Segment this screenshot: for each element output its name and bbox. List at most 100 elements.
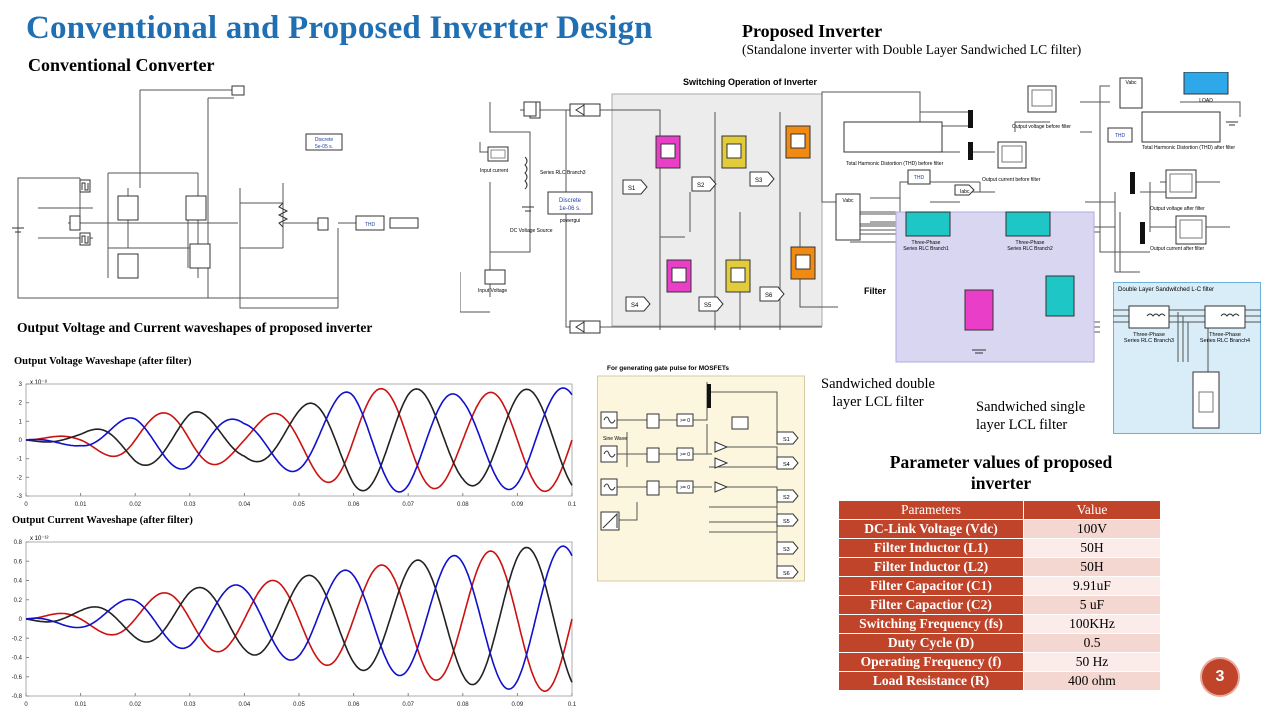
x-tick-label: 0.04 <box>239 502 251 508</box>
param-name: Filter Capacitor (C1) <box>838 576 1024 596</box>
double-layer-inset: Double Layer Sandwitched L-C filter Thre… <box>1113 282 1261 434</box>
dc-source-label: DC Voltage Source <box>510 228 553 234</box>
param-value: 50H <box>1023 538 1161 558</box>
gate-output-s1: S1 <box>783 437 790 443</box>
param-name: Load Resistance (R) <box>838 671 1024 691</box>
y-tick-label: 0 <box>19 617 23 623</box>
conventional-heading: Conventional Converter <box>28 55 215 75</box>
rlc-branch2-label2: Series RLC Branch2 <box>1007 246 1053 252</box>
diode-icon <box>569 320 601 334</box>
current-exponent: x 10⁻¹² <box>30 536 49 542</box>
switching-title: Switching Operation of Inverter <box>683 77 818 87</box>
param-value: 50H <box>1023 557 1161 577</box>
series-line-3 <box>25 387 573 493</box>
thd-block <box>355 215 385 231</box>
single-layer-caption: Sandwiched single layer LCL filter <box>976 399 1086 433</box>
table-row: Switching Frequency (fs)100KHz <box>838 614 1161 634</box>
rlc-branch1-label1: Three-Phase <box>912 240 941 246</box>
param-value: 0.5 <box>1023 633 1161 653</box>
series-rlc3-label: Series RLC Branch3 <box>540 170 586 176</box>
rlc-branch3 <box>1128 305 1170 329</box>
switch-tag-s4: S4 <box>631 303 639 309</box>
mosfet-icon <box>117 195 139 221</box>
input-current-label: Input current <box>480 168 509 174</box>
thd-label: THD <box>365 222 376 228</box>
inductor-icon <box>524 156 528 190</box>
powergui-block <box>547 191 593 215</box>
powergui-label: powergui <box>560 218 580 224</box>
param-name: Filter Capactior (C2) <box>838 595 1024 615</box>
table-row: DC-Link Voltage (Vdc)100V <box>838 519 1161 539</box>
out-i-after-label: Output current after filter <box>1150 246 1205 252</box>
y-tick-label: 3 <box>19 382 23 388</box>
x-tick-label: 0.03 <box>184 702 196 708</box>
shunt-capacitor-c1 <box>964 289 994 331</box>
thd-after-block <box>1107 127 1133 143</box>
out-i-before-label: Output current before filter <box>982 177 1041 183</box>
x-tick-label: 0.01 <box>75 502 87 508</box>
param-value: 50 Hz <box>1023 652 1161 672</box>
x-tick-label: 0.03 <box>184 502 196 508</box>
compare-block <box>676 413 694 427</box>
rlc-branch2-label1: Three-Phase <box>1016 240 1045 246</box>
y-tick-label: -2 <box>17 475 23 481</box>
page-number-badge: 3 <box>1200 657 1240 697</box>
param-value: 100KHz <box>1023 614 1161 634</box>
y-tick-label: -0.4 <box>12 656 23 662</box>
mosfet-icon <box>189 243 211 269</box>
current-chart-title: Output Current Waveshape (after filter) <box>12 515 193 526</box>
y-tick-label: 0.4 <box>14 579 23 585</box>
not-gate-icon <box>714 481 729 493</box>
y-tick-label: 0 <box>19 438 23 444</box>
table-row: Operating Frequency (f)50 Hz <box>838 652 1161 672</box>
compare-label: >= 0 <box>680 485 690 491</box>
switch-tag-s1: S1 <box>628 186 636 192</box>
x-tick-label: 0.06 <box>348 702 360 708</box>
switch-tag-s6: S6 <box>765 293 773 299</box>
mux-bar <box>968 110 973 128</box>
load-block <box>1183 72 1229 95</box>
table-row: Duty Cycle (D)0.5 <box>838 633 1161 653</box>
param-name: Switching Frequency (fs) <box>838 614 1024 634</box>
param-name: Operating Frequency (f) <box>838 652 1024 672</box>
proposed-schematic: Switching Operation of Inverter <box>460 72 1241 363</box>
thd-after-block-label: THD <box>1115 133 1126 139</box>
voltage-chart-title: Output Voltage Waveshape (after filter) <box>14 356 192 367</box>
mosfet-icon <box>117 253 139 279</box>
x-tick-label: 0.04 <box>239 702 251 708</box>
compare-block <box>676 480 694 494</box>
compare-label: >= 0 <box>680 418 690 424</box>
x-tick-label: 0.01 <box>75 702 87 708</box>
shunt-capacitor-c2 <box>1045 275 1075 317</box>
y-tick-label: -3 <box>17 494 23 500</box>
rlc-branch3-label1: Three-Phase <box>1133 332 1165 338</box>
gate-output-s2: S2 <box>783 495 790 501</box>
display-block <box>389 217 419 229</box>
x-tick-label: 0 <box>24 502 28 508</box>
filter-label: Filter <box>864 286 887 296</box>
load-label: LOAD <box>1199 98 1213 104</box>
table-header-value: Value <box>1023 500 1161 520</box>
rlc-branch4 <box>1204 305 1246 329</box>
param-name: Filter Inductor (L1) <box>838 538 1024 558</box>
x-tick-label: 0.02 <box>129 502 141 508</box>
double-layer-box <box>1113 282 1261 434</box>
table-row: Filter Capactior (C2)5 uF <box>838 595 1161 615</box>
powergui-step: 1e-06 s. <box>559 206 581 212</box>
table-header-parameters: Parameters <box>838 500 1024 520</box>
voltage-exponent: x 10⁻⁸ <box>30 379 48 386</box>
y-tick-label: 2 <box>19 401 23 407</box>
diode-icon <box>569 103 601 117</box>
proposed-subheading: (Standalone inverter with Double Layer S… <box>742 42 1082 57</box>
input-voltage-scope <box>484 269 506 285</box>
double-layer-caption: Sandwiched double layer LCL filter <box>821 376 935 410</box>
gate-pulse-diagram: For generating gate pulse for MOSFETs Si… <box>597 365 805 582</box>
out-v-before-label: Output voltage before filter <box>1012 124 1071 130</box>
mux-bar <box>1130 172 1135 194</box>
rlc-branch2 <box>1005 211 1051 237</box>
mosfet-icon <box>185 195 207 221</box>
iabc-tag: Iabc <box>960 189 970 195</box>
series-line-2 <box>25 546 573 686</box>
param-name: DC-Link Voltage (Vdc) <box>838 519 1024 539</box>
table-title: Parameter values of proposed inverter <box>838 452 1164 494</box>
